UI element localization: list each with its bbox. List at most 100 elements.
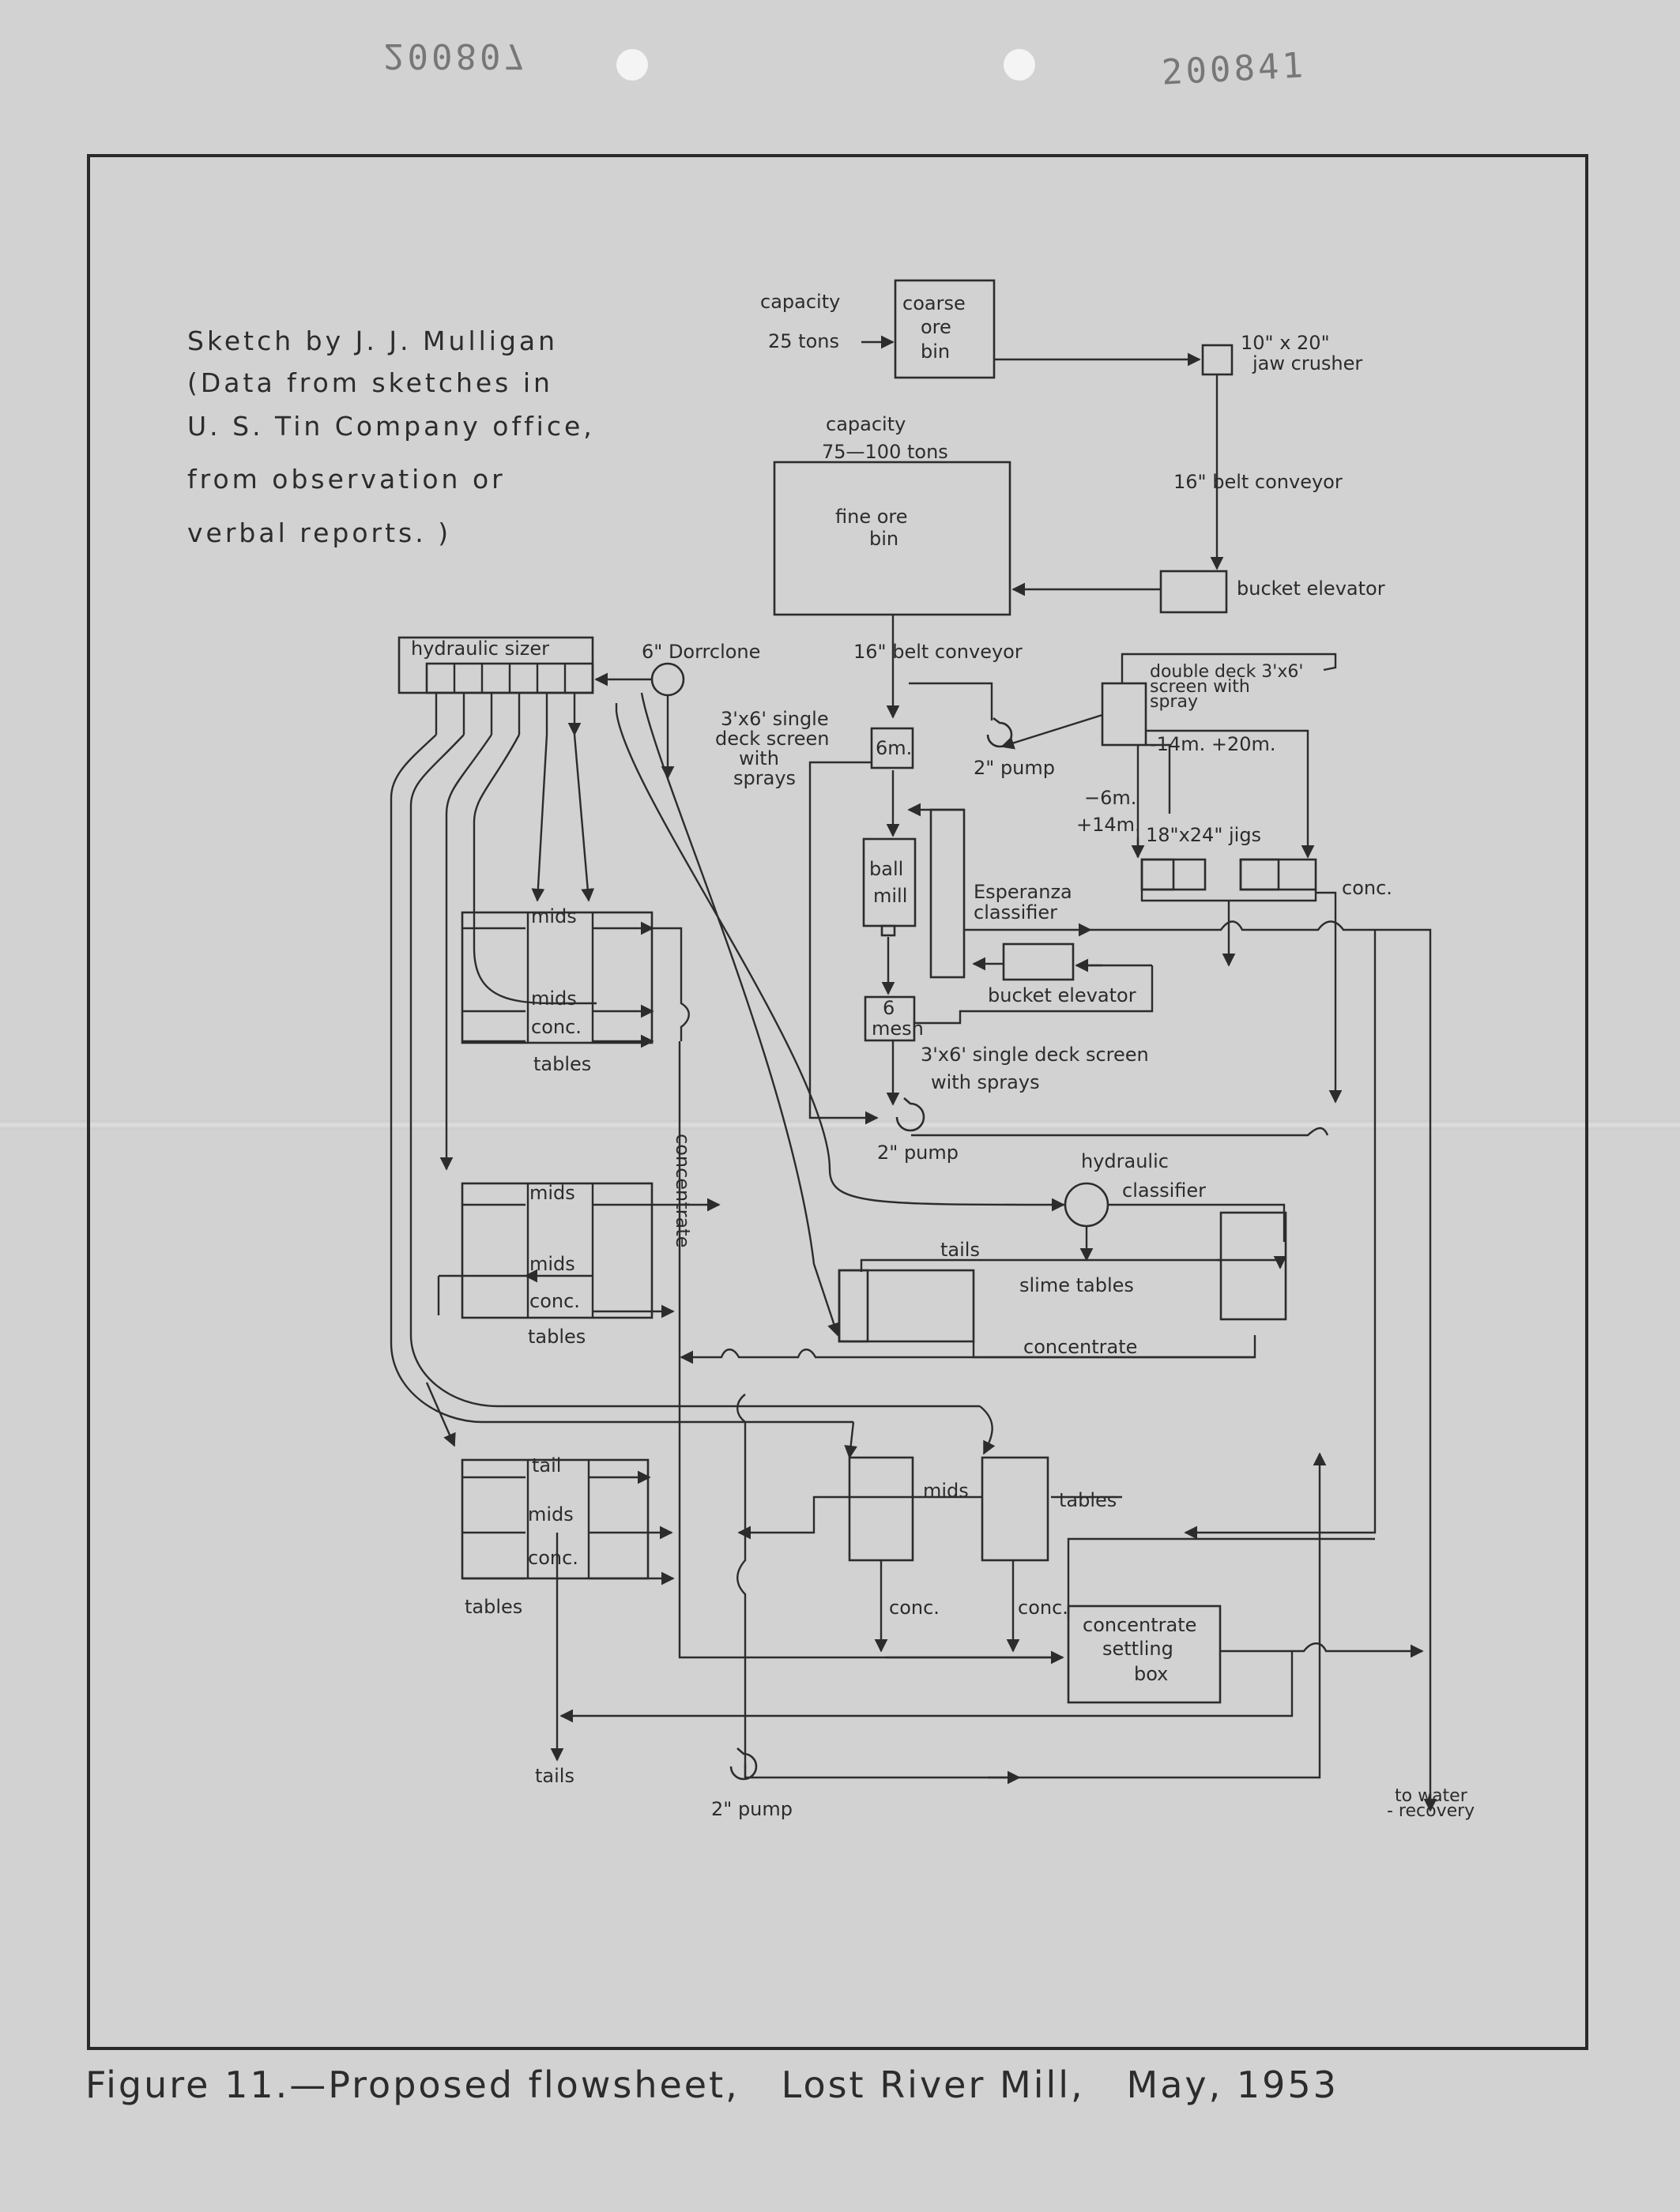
- flow-line: [559, 1651, 1294, 1723]
- flow-line: [979, 1405, 996, 1455]
- flow-line: [653, 927, 690, 1041]
- label-6m: 6m.: [876, 737, 912, 759]
- label-settling-box-3: box: [1134, 1663, 1168, 1685]
- flow-line: [1067, 1537, 1375, 1620]
- label-t2-tables: tables: [528, 1326, 586, 1348]
- flow-line: [390, 734, 853, 1424]
- label-mesh: mesh: [872, 1018, 924, 1040]
- flow-line: [914, 965, 1154, 1025]
- label-esperanza-1: Esperanza: [974, 881, 1072, 903]
- label-capacity-fine: capacity: [826, 413, 906, 435]
- label-bucket-elevator-2: bucket elevator: [988, 984, 1136, 1006]
- label-jaw-size: 10" x 20": [1241, 332, 1330, 354]
- label-double-deck-3: spray: [1150, 692, 1198, 712]
- concentrate-settling-box: [1067, 1604, 1222, 1704]
- flow-line: [531, 734, 548, 902]
- flow-line: [1220, 1642, 1424, 1658]
- label-t3-mids: mids: [528, 1503, 574, 1525]
- label-single-deck-1: 3'x6' single: [721, 708, 829, 730]
- flow-line: [1184, 930, 1377, 1540]
- label-single-deck-3: with: [739, 747, 779, 769]
- label-fine-bin: bin: [869, 528, 898, 550]
- label-esperanza-2: classifier: [974, 901, 1057, 924]
- flow-line: [573, 734, 595, 902]
- label-concentrate-horizontal: concentrate: [1023, 1336, 1137, 1358]
- flow-line: [1121, 653, 1337, 683]
- label-tails-out: tails: [535, 1765, 574, 1787]
- label-ore: ore: [921, 316, 951, 338]
- table-dividers: [526, 1460, 590, 1578]
- concentrate-line: [680, 1349, 860, 1364]
- label-double-deck-2: screen with: [1150, 677, 1250, 697]
- label-plus-14m: +14m.: [1076, 814, 1141, 836]
- table-dividers: [526, 912, 594, 1043]
- note-line: U. S. Tin Company office,: [187, 411, 595, 442]
- label-t1-mids-a: mids: [531, 905, 577, 927]
- label-t3-tail: tail: [532, 1454, 561, 1477]
- label-jaw-name: jaw crusher: [1252, 352, 1362, 374]
- label-t2-conc: conc.: [529, 1290, 580, 1312]
- label-t2-mids-b: mids: [529, 1253, 575, 1275]
- flow-line: [911, 1127, 1329, 1137]
- paper-fold: [0, 1120, 1680, 1130]
- bucket-elevator-1: [1159, 570, 1228, 614]
- note-line: from observation or: [187, 464, 506, 495]
- label-75-100-tons: 75—100 tons: [822, 441, 948, 463]
- table-group-3: [461, 1458, 650, 1580]
- pump-icon: [895, 1097, 925, 1132]
- punch-hole: [616, 49, 648, 81]
- mill-discharge: [880, 924, 896, 937]
- label-25-tons: 25 tons: [768, 330, 839, 352]
- note-line: verbal reports. ): [187, 517, 452, 548]
- label-t2-mids-a: mids: [529, 1182, 575, 1204]
- jig-cell: [1239, 858, 1280, 891]
- label-coarse: coarse: [902, 292, 966, 314]
- label-single-deck-b2: with sprays: [931, 1071, 1040, 1093]
- note-line: Sketch by J. J. Mulligan: [187, 325, 559, 356]
- coarse-ore-bin: [894, 279, 996, 379]
- label-settling-box-2: settling: [1102, 1638, 1173, 1660]
- label-double-deck-1: double deck 3'x6': [1150, 662, 1303, 682]
- figure-caption: Figure 11.—Proposed flowsheet, Lost Rive…: [85, 2063, 1339, 2106]
- bucket-elevator-2: [1002, 942, 1075, 981]
- pump-icon: [729, 1747, 758, 1781]
- slime-table-feed: [838, 1269, 869, 1343]
- label-belt-conveyor-2: 16" belt conveyor: [853, 641, 1023, 663]
- label-t1-tables: tables: [533, 1053, 591, 1075]
- flow-line: [909, 682, 993, 720]
- flow-line: [1090, 920, 1422, 931]
- label-dorrclone: 6" Dorrclone: [642, 641, 760, 663]
- label-single-deck-b1: 3'x6' single deck screen: [921, 1044, 1149, 1066]
- label-single-deck-4: sprays: [733, 767, 796, 789]
- flow-line: [409, 734, 980, 1408]
- label-concentrate-vertical: concentrate: [672, 1134, 694, 1247]
- drawing-frame: [87, 154, 1588, 2050]
- flow-line: [473, 734, 597, 1005]
- flow-line: [736, 1394, 747, 1778]
- label-settling-box-1: concentrate: [1083, 1614, 1196, 1636]
- label-t3-tables: tables: [465, 1596, 522, 1618]
- jaw-crusher: [1201, 344, 1234, 376]
- label-t1-mids-b: mids: [531, 988, 577, 1010]
- flow-line: [1000, 713, 1103, 750]
- label-minus-6m: −6m.: [1084, 787, 1136, 809]
- label-capacity-top: capacity: [760, 291, 840, 313]
- label-conc-a: conc.: [889, 1597, 940, 1619]
- label-conc-b: conc.: [1018, 1597, 1068, 1619]
- label-single-deck-2: deck screen: [715, 728, 830, 750]
- jig-cell: [1140, 858, 1175, 891]
- flow-line: [439, 734, 492, 1171]
- label-fine-ore: fine ore: [835, 506, 908, 528]
- flow-line: [860, 1258, 1221, 1272]
- label-pump-top: 2" pump: [974, 757, 1055, 779]
- spigot-dividers: [453, 664, 567, 693]
- label-jig-conc: conc.: [1342, 877, 1392, 899]
- label-to-water: to water: [1395, 1786, 1468, 1806]
- label-pump-bottom: 2" pump: [711, 1798, 793, 1820]
- label-14m-20m: -14m. +20m.: [1150, 733, 1276, 755]
- label-lower-mids: mids: [923, 1480, 969, 1502]
- label-belt-conveyor-1: 16" belt conveyor: [1173, 471, 1343, 493]
- label-recovery: - recovery: [1387, 1801, 1475, 1821]
- punch-hole: [1004, 49, 1035, 81]
